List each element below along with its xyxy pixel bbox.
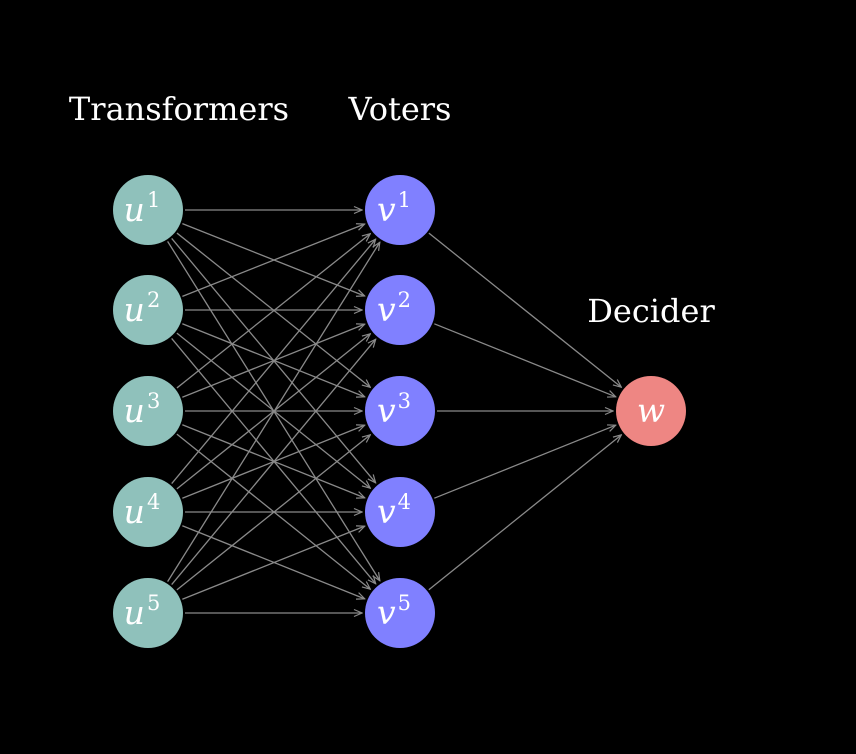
edge-v5-w xyxy=(428,435,622,591)
edge-u4-v1 xyxy=(171,239,376,485)
voter-label: v3 xyxy=(377,389,411,430)
transformer-label: u3 xyxy=(124,389,161,430)
voters-heading: Voters xyxy=(348,90,452,128)
decider-label-base: w xyxy=(637,391,665,430)
voter-node-v3: v3 xyxy=(365,376,435,446)
voter-label-base: v xyxy=(377,190,396,229)
transformer-label-base: u xyxy=(124,290,145,329)
voter-label: v1 xyxy=(377,188,411,229)
voter-label-base: v xyxy=(377,593,396,632)
transformer-circle xyxy=(113,275,183,345)
transformer-label: u5 xyxy=(124,591,161,632)
edge-u5-v3 xyxy=(176,435,370,591)
voter-node-v1: v1 xyxy=(365,175,435,245)
transformer-node-u1: u1 xyxy=(113,175,183,245)
edge-u5-v2 xyxy=(171,339,376,585)
transformer-node-u3: u3 xyxy=(113,376,183,446)
voter-label-superscript: 3 xyxy=(398,389,411,413)
transformer-label-base: u xyxy=(124,593,145,632)
transformer-node-u5: u5 xyxy=(113,578,183,648)
voter-circle xyxy=(365,477,435,547)
edge-u3-v1 xyxy=(176,234,370,389)
transformer-label-base: u xyxy=(124,492,145,531)
edge-u5-v1 xyxy=(167,242,380,582)
voter-circle xyxy=(365,275,435,345)
voter-label-superscript: 4 xyxy=(398,490,411,514)
transformer-label: u4 xyxy=(124,490,161,531)
edge-v4-w xyxy=(434,425,615,499)
voter-label-base: v xyxy=(377,290,396,329)
transformer-label: u2 xyxy=(124,288,161,329)
voter-label-base: v xyxy=(377,492,396,531)
transformer-label-superscript: 3 xyxy=(147,389,160,413)
edges-layer xyxy=(167,210,622,613)
transformer-label-base: u xyxy=(124,391,145,430)
voter-label-superscript: 1 xyxy=(398,188,411,212)
transformer-node-u4: u4 xyxy=(113,477,183,547)
voter-circle xyxy=(365,376,435,446)
transformer-circle xyxy=(113,578,183,648)
voter-label: v5 xyxy=(377,591,411,632)
edge-v2-w xyxy=(434,323,615,397)
transformer-label-superscript: 2 xyxy=(147,288,160,312)
decider-heading: Decider xyxy=(587,292,715,330)
transformer-label-superscript: 4 xyxy=(147,490,160,514)
decider-circle xyxy=(616,376,686,446)
voter-label-superscript: 2 xyxy=(398,288,411,312)
transformers-heading: Transformers xyxy=(69,90,289,128)
transformer-label-superscript: 1 xyxy=(147,188,160,212)
voter-node-v4: v4 xyxy=(365,477,435,547)
transformer-circle xyxy=(113,477,183,547)
voter-circle xyxy=(365,578,435,648)
decider-label: w xyxy=(637,391,665,430)
transformer-circle xyxy=(113,376,183,446)
transformer-label-superscript: 5 xyxy=(147,591,160,615)
voter-label-superscript: 5 xyxy=(398,591,411,615)
transformer-label: u1 xyxy=(124,188,161,229)
edge-u5-v4 xyxy=(182,526,364,600)
voter-label: v4 xyxy=(377,490,411,531)
transformer-node-u2: u2 xyxy=(113,275,183,345)
voter-node-v5: v5 xyxy=(365,578,435,648)
transformer-circle xyxy=(113,175,183,245)
voter-circle xyxy=(365,175,435,245)
edge-u2-v1 xyxy=(182,224,364,297)
voter-node-v2: v2 xyxy=(365,275,435,345)
decider-node-w: w xyxy=(616,376,686,446)
voter-label: v2 xyxy=(377,288,411,329)
voter-label-base: v xyxy=(377,391,396,430)
edge-v1-w xyxy=(428,232,621,387)
transformer-label-base: u xyxy=(124,190,145,229)
